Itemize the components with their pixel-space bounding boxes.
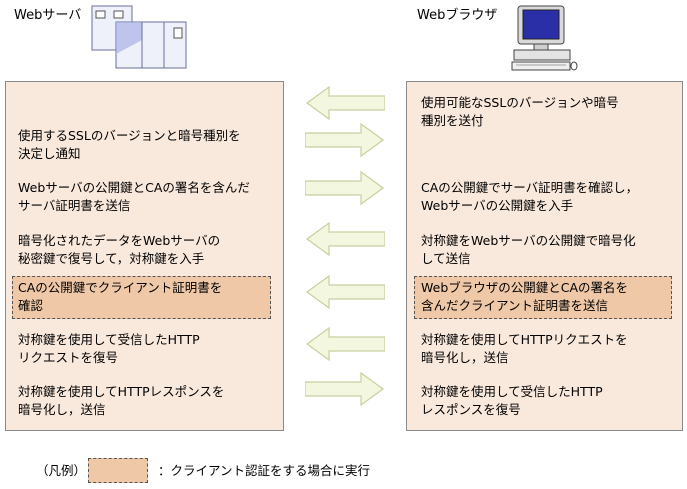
- right-arrow-shape: [304, 371, 385, 407]
- browser-step-1: 使用可能なSSLのバージョンや暗号種別を送付: [421, 95, 619, 128]
- server-panel: [5, 81, 284, 431]
- browser-step-3: 対称鍵をWebサーバの公開鍵で暗号化して送信: [421, 233, 636, 266]
- server-title: Webサーバ: [14, 8, 82, 23]
- arrow-6: [305, 326, 386, 365]
- arrow-4: [305, 221, 386, 260]
- arrow-7: [304, 371, 385, 410]
- browser-step-4: Webブラウザの公開鍵とCAの署名を含んだクライアント証明書を送信: [421, 280, 629, 313]
- right-arrow-shape: [304, 122, 385, 158]
- arrow-2: [304, 122, 385, 161]
- server-step-4: CAの公開鍵でクライアント証明書を確認: [18, 280, 223, 313]
- browser-title: Webブラウザ: [417, 8, 498, 23]
- legend-prefix: （凡例）: [36, 463, 87, 478]
- arrow-5: [305, 274, 386, 313]
- legend-text: ：クライアント認証をする場合に実行: [158, 463, 371, 478]
- browser-step-2: CAの公開鍵でサーバ証明書を確認し，Webサーバの公開鍵を入手: [421, 180, 639, 213]
- right-arrow-shape: [304, 170, 385, 206]
- server-icon: [90, 4, 190, 70]
- server-step-1: 使用するSSLのバージョンと暗号種別を決定し通知: [18, 128, 241, 161]
- left-arrow-shape: [305, 85, 386, 121]
- browser-step-5: 対称鍵を使用してHTTPリクエストを暗号化し，送信: [421, 332, 628, 365]
- browser-client-auth-highlight: [414, 276, 672, 319]
- server-step-2: Webサーバの公開鍵とCAの署名を含んだサーバ証明書を送信: [18, 180, 250, 213]
- browser-panel: [406, 81, 683, 431]
- server-step-6: 対称鍵を使用してHTTPレスポンスを暗号化し，送信: [18, 384, 225, 417]
- left-arrow-shape: [305, 326, 386, 362]
- server-step-3: 暗号化されたデータをWebサーバの秘密鍵で復号して，対称鍵を入手: [18, 233, 221, 266]
- arrow-1: [305, 85, 386, 124]
- left-arrow-shape: [305, 221, 386, 257]
- left-arrow-shape: [305, 274, 386, 310]
- server-client-auth-highlight: [12, 276, 271, 319]
- computer-icon: [508, 4, 578, 72]
- arrow-3: [304, 170, 385, 209]
- legend-swatch: [88, 458, 148, 483]
